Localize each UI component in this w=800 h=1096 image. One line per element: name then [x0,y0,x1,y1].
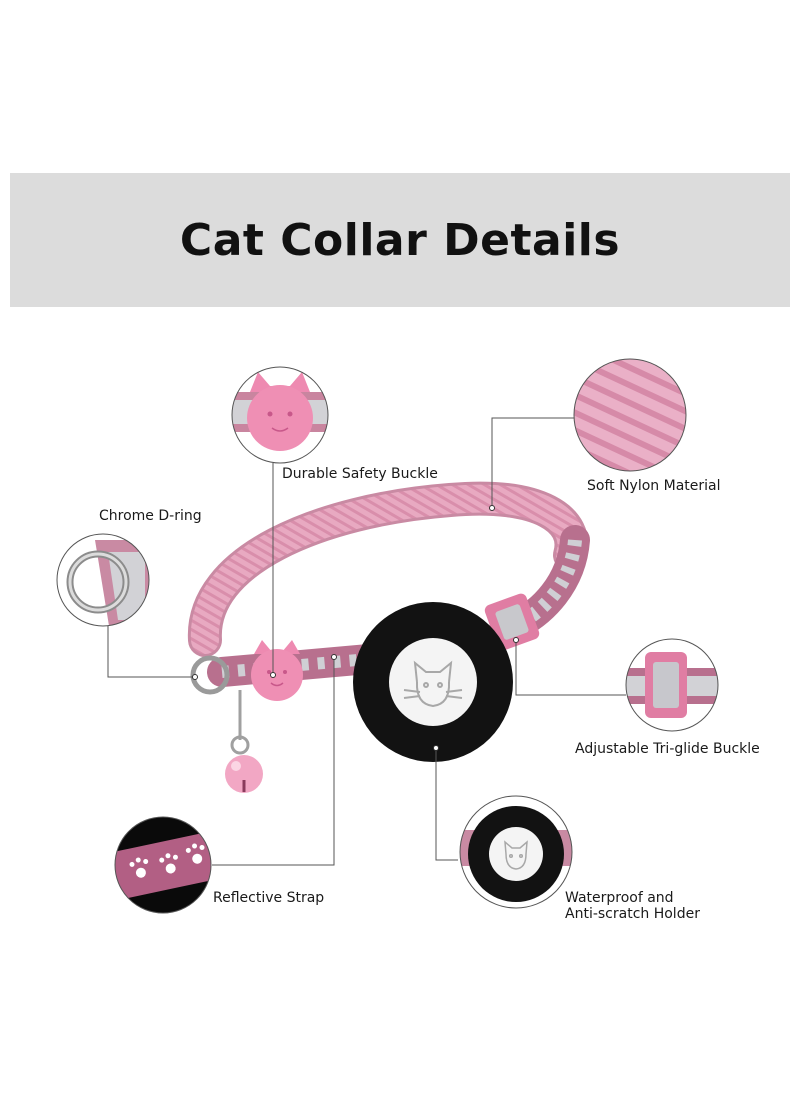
dring-label: Chrome D-ring [99,508,202,524]
holder-label-line2: Anti-scratch Holder [565,906,700,922]
holder-label-line1: Waterproof and [565,890,674,906]
triglide-detail-circle [625,638,719,732]
buckle-detail-circle [231,366,329,464]
nylon-detail-circle [573,358,687,472]
leader-lines [107,417,626,866]
page-title: Cat Collar Details [179,214,621,266]
reflective-label: Reflective Strap [213,890,325,906]
reflective-detail-circle [114,816,212,914]
buckle-label: Durable Safety Buckle [282,466,438,482]
collar [187,481,590,793]
holder-detail-circle [459,795,573,909]
dring-detail-circle [56,533,150,627]
nylon-label: Soft Nylon Material [587,478,721,494]
title-banner: Cat Collar Details [10,173,790,307]
triglide-label: Adjustable Tri-glide Buckle [575,741,760,757]
